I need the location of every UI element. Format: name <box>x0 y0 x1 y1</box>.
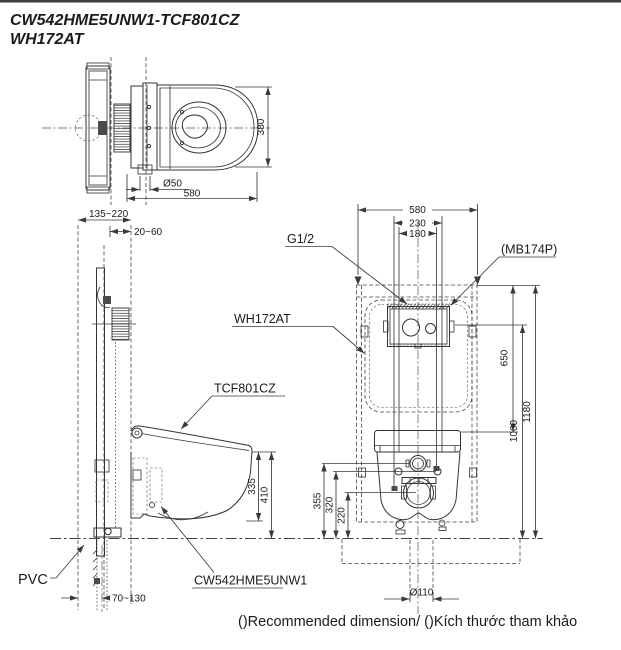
label-water-inlet: G1/2 <box>287 232 314 246</box>
dim-level-220: 220 <box>337 507 348 524</box>
callout-labels: G1/2 (MB174P) WH172AT TCF801CZ CW542HME5… <box>18 232 557 589</box>
dim-body-height: 335 <box>247 478 258 495</box>
top-view: Ø50 580 380 <box>42 57 272 205</box>
label-access-panel: (MB174P) <box>501 243 557 257</box>
label-bowl-model: CW542HME5UNW1 <box>194 574 307 588</box>
front-view: 580 230 180 <box>313 204 540 614</box>
label-washlet-model: TCF801CZ <box>214 382 276 396</box>
dim-level-320: 320 <box>325 496 336 513</box>
dim-height-1180: 1180 <box>522 401 533 423</box>
dim-drain-pipe: Ø110 <box>410 588 434 599</box>
top-border <box>0 0 621 3</box>
dim-gap: 20~60 <box>134 227 163 238</box>
dim-level-355: 355 <box>313 492 324 509</box>
label-frame-model: WH172AT <box>234 312 291 326</box>
dim-flush-pipe: Ø50 <box>163 179 182 190</box>
dim-bowl-width: 380 <box>256 118 267 135</box>
label-pvc: PVC <box>18 572 48 588</box>
dim-rim-height: 410 <box>260 486 271 503</box>
dim-wall-depth: 135~220 <box>89 209 129 220</box>
footer-note: ()Recommended dimension/ ()Kích thước th… <box>238 614 577 630</box>
side-view: 135~220 20~60 70~130 <box>61 209 276 612</box>
dim-frame-width: 580 <box>409 205 426 216</box>
dim-drain-offset: 70~130 <box>112 594 146 605</box>
panel-hatch-bottom <box>389 344 448 347</box>
dim-top-depth: 580 <box>184 189 201 200</box>
title-line2: WH172AT <box>10 31 85 48</box>
dim-height-650: 650 <box>500 349 511 366</box>
dim-height-1000: 1000 <box>509 419 520 442</box>
title-block: CW542HME5UNW1-TCF801CZ WH172AT <box>10 12 241 48</box>
title-line1: CW542HME5UNW1-TCF801CZ <box>10 12 241 29</box>
